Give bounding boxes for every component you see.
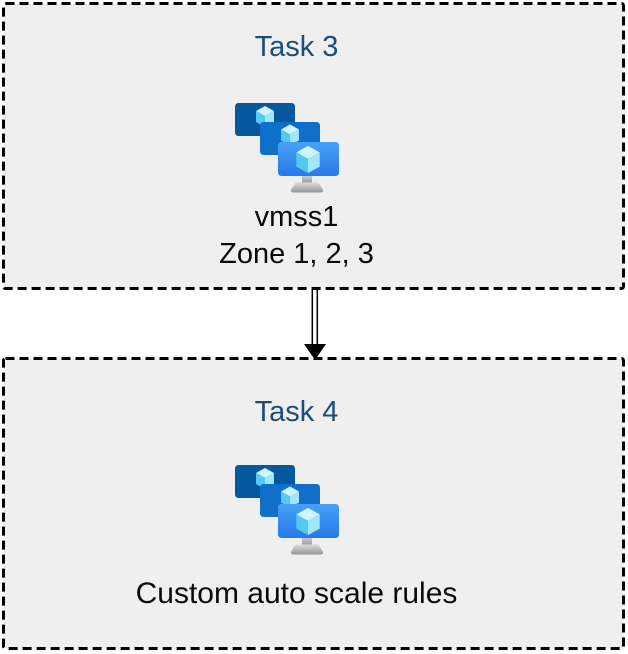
down-arrow-icon: [304, 289, 326, 360]
vm-scale-sets-icon: [235, 465, 339, 555]
task4-title: Task 4: [254, 396, 339, 428]
vmss-name-label: vmss1: [254, 201, 339, 233]
autoscale-label: Custom auto scale rules: [135, 577, 458, 610]
task4-box: Task 4 Custom auto scale rules: [2, 357, 625, 650]
task3-box: Task 3 vmss1 Zone 1, 2, 3: [2, 2, 625, 290]
task3-title: Task 3: [254, 31, 339, 63]
task3-caption: vmss1 Zone 1, 2, 3: [2, 199, 591, 273]
task4-caption: Custom auto scale rules: [2, 575, 591, 612]
vm-scale-sets-icon: [235, 103, 339, 193]
zones-label: Zone 1, 2, 3: [219, 238, 374, 270]
